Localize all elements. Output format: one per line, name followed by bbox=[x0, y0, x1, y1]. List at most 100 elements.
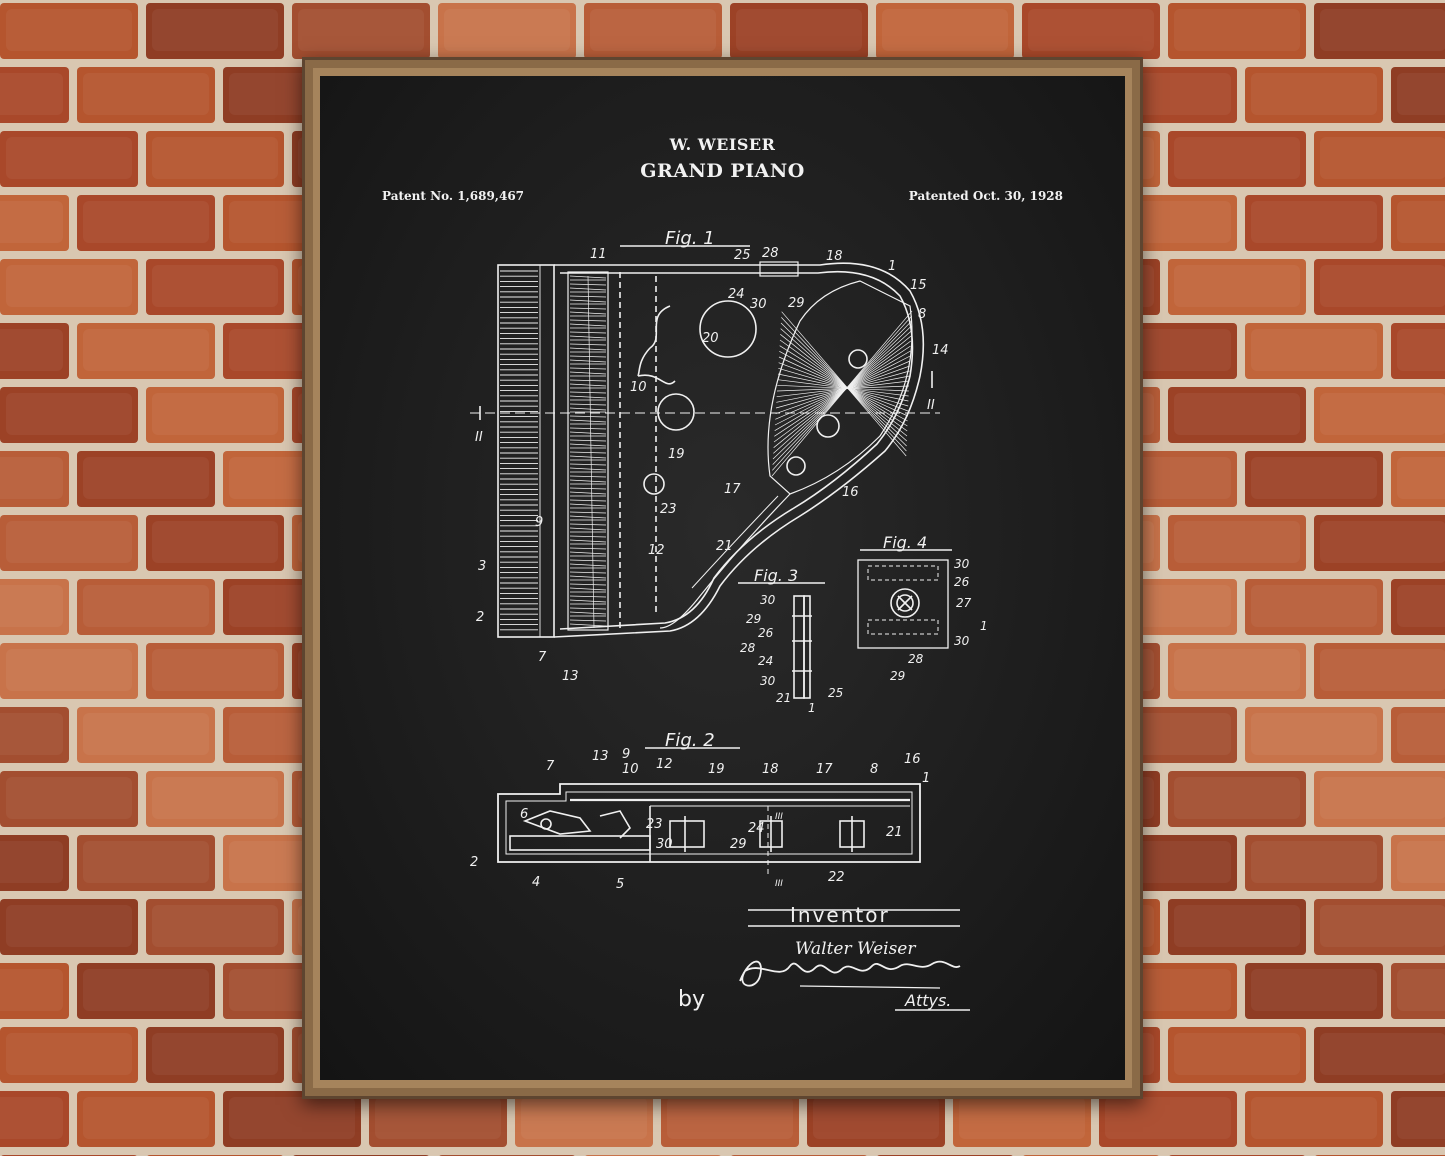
brick bbox=[1391, 579, 1445, 635]
brick bbox=[0, 899, 138, 955]
by-label: by bbox=[678, 987, 705, 1012]
brick bbox=[1391, 707, 1445, 763]
reference-number: 23 bbox=[660, 502, 677, 517]
brick bbox=[1314, 3, 1445, 59]
reference-number: 19 bbox=[708, 762, 725, 777]
brick bbox=[146, 643, 284, 699]
reference-number: 6 bbox=[520, 807, 528, 822]
reference-number: 30 bbox=[954, 557, 970, 571]
brick bbox=[0, 195, 69, 251]
reference-number: 29 bbox=[730, 837, 747, 852]
brick bbox=[0, 579, 69, 635]
reference-number: 28 bbox=[908, 652, 924, 666]
reference-number: 1 bbox=[808, 701, 816, 715]
reference-number: 24 bbox=[758, 654, 773, 668]
reference-number: 25 bbox=[734, 248, 751, 263]
section-mark-ii-left: II bbox=[475, 430, 483, 445]
reference-number: 2 bbox=[476, 610, 484, 625]
signature-block: Inventor Walter Weiser by Attys. bbox=[678, 903, 970, 1012]
brick bbox=[1245, 323, 1383, 379]
reference-number: 21 bbox=[776, 691, 791, 705]
reference-number: 3 bbox=[478, 559, 486, 574]
brick bbox=[0, 1027, 138, 1083]
brick bbox=[1245, 1091, 1383, 1147]
brick bbox=[1168, 131, 1306, 187]
brick bbox=[1168, 771, 1306, 827]
fig1-label: Fig. 1 bbox=[665, 228, 715, 249]
reference-number: 30 bbox=[656, 837, 673, 852]
brick bbox=[77, 707, 215, 763]
brick bbox=[1022, 3, 1160, 59]
brick bbox=[1314, 259, 1445, 315]
brick bbox=[146, 3, 284, 59]
attorneys-label: Attys. bbox=[904, 991, 951, 1010]
brick bbox=[515, 1091, 653, 1147]
brick bbox=[77, 323, 215, 379]
reference-number: 20 bbox=[702, 331, 719, 346]
brick bbox=[0, 771, 138, 827]
brick bbox=[1245, 707, 1383, 763]
brick bbox=[876, 3, 1014, 59]
patent-poster: W. WEISER GRAND PIANO Patent No. 1,689,4… bbox=[320, 76, 1125, 1080]
brick bbox=[0, 67, 69, 123]
brick bbox=[1314, 515, 1445, 571]
reference-number: 12 bbox=[656, 757, 673, 772]
poster-title: GRAND PIANO bbox=[640, 160, 805, 182]
brick bbox=[1245, 451, 1383, 507]
brick bbox=[1391, 963, 1445, 1019]
brick bbox=[146, 899, 284, 955]
inventor-label: Inventor bbox=[790, 903, 890, 927]
reference-number: 30 bbox=[760, 674, 776, 688]
brick bbox=[146, 771, 284, 827]
brick bbox=[0, 963, 69, 1019]
patent-number: Patent No. 1,689,467 bbox=[382, 189, 525, 203]
reference-number: 10 bbox=[630, 380, 647, 395]
brick bbox=[0, 323, 69, 379]
brick bbox=[953, 1091, 1091, 1147]
brick bbox=[1099, 1091, 1237, 1147]
brick bbox=[146, 1027, 284, 1083]
brick bbox=[1168, 259, 1306, 315]
reference-number: 7 bbox=[538, 650, 547, 665]
reference-number: 12 bbox=[648, 543, 665, 558]
reference-number: 24 bbox=[748, 821, 765, 836]
brick bbox=[77, 195, 215, 251]
brick bbox=[77, 835, 215, 891]
reference-number: 23 bbox=[646, 817, 663, 832]
reference-number: 13 bbox=[592, 749, 609, 764]
brick bbox=[77, 67, 215, 123]
brick bbox=[584, 3, 722, 59]
brick bbox=[1168, 3, 1306, 59]
brick bbox=[1168, 387, 1306, 443]
brick bbox=[730, 3, 868, 59]
brick bbox=[292, 3, 430, 59]
brick bbox=[1245, 963, 1383, 1019]
reference-number: 4 bbox=[532, 875, 540, 890]
brick bbox=[1391, 835, 1445, 891]
reference-number: 5 bbox=[616, 877, 624, 892]
brick bbox=[0, 643, 138, 699]
reference-number: 1 bbox=[980, 619, 988, 633]
fig3-label: Fig. 3 bbox=[754, 566, 798, 585]
reference-number: 10 bbox=[622, 762, 639, 777]
reference-number: 24 bbox=[728, 287, 745, 302]
reference-number: 29 bbox=[746, 612, 761, 626]
section-mark-iii-top: III bbox=[775, 812, 783, 822]
brick bbox=[146, 387, 284, 443]
reference-number: 18 bbox=[762, 762, 779, 777]
section-mark-iii-bottom: III bbox=[775, 879, 783, 889]
brick bbox=[0, 1091, 69, 1147]
brick bbox=[1314, 771, 1445, 827]
reference-number: 30 bbox=[750, 297, 767, 312]
reference-number: 17 bbox=[816, 762, 833, 777]
brick bbox=[1245, 67, 1383, 123]
reference-number: 21 bbox=[886, 825, 903, 840]
reference-number: 28 bbox=[740, 641, 756, 655]
brick bbox=[146, 131, 284, 187]
reference-number: 30 bbox=[760, 593, 776, 607]
brick bbox=[1391, 195, 1445, 251]
brick bbox=[1391, 1091, 1445, 1147]
brick bbox=[1168, 515, 1306, 571]
brick bbox=[146, 515, 284, 571]
brick bbox=[1391, 451, 1445, 507]
